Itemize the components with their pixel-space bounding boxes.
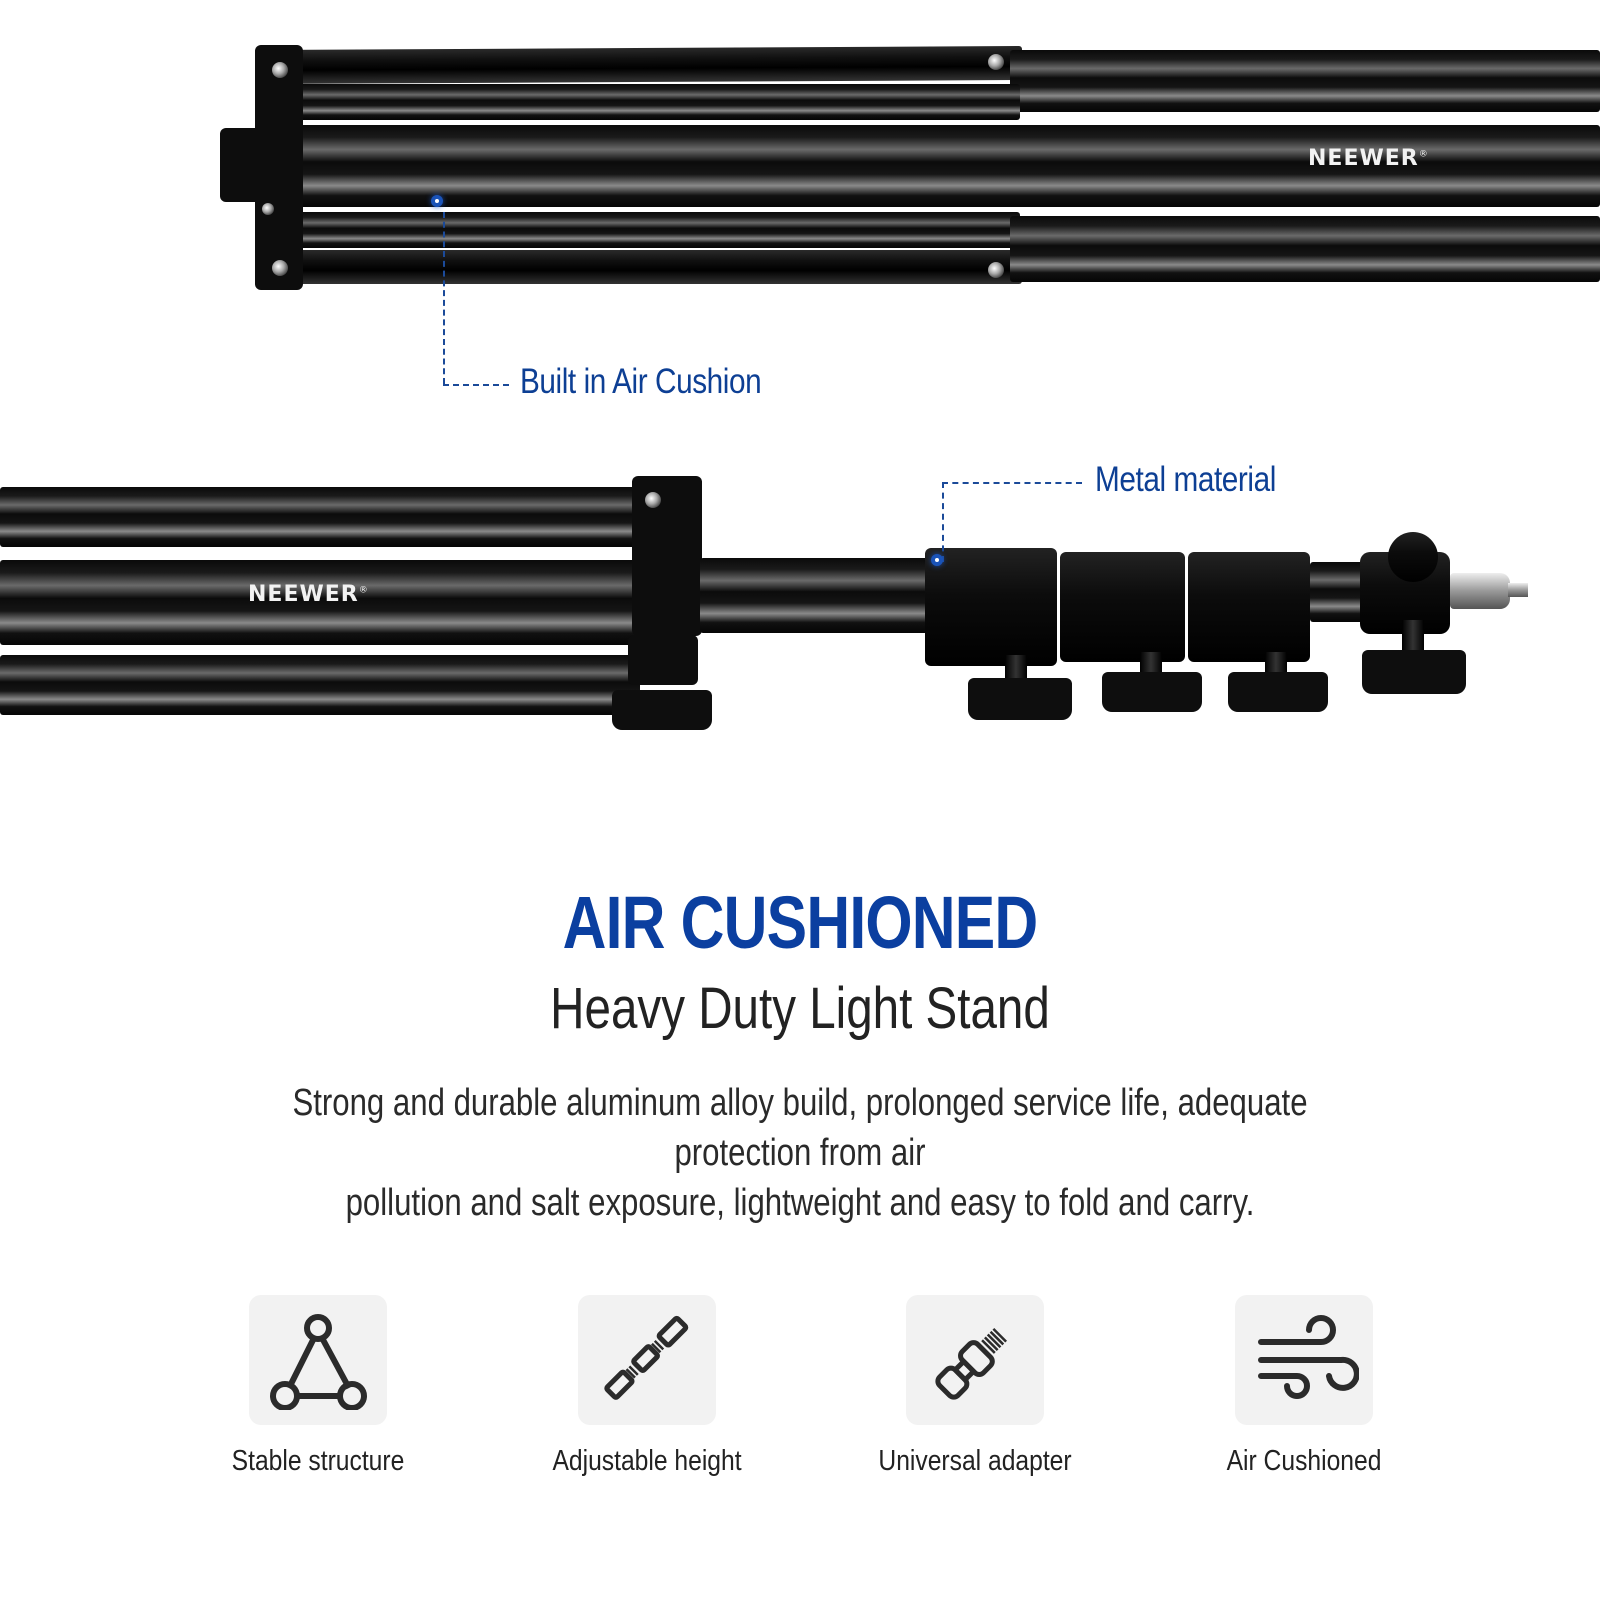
leg-mount-bracket: [632, 476, 702, 636]
icon-tile: [249, 1295, 387, 1425]
feature-label: Adjustable height: [552, 1445, 742, 1477]
feature-stable-structure: Stable structure: [198, 1295, 438, 1478]
leg-brace-top: [262, 46, 1022, 84]
triangle-nodes-icon: [270, 1314, 367, 1410]
feature-adjustable-height: Adjustable height: [527, 1295, 767, 1478]
product-image-stand-head: NEEWER® Metal material: [0, 440, 1600, 770]
screw-icon: [272, 62, 288, 78]
screw-icon: [262, 203, 274, 215]
leg-mount-clip: [628, 635, 698, 685]
brand-logo: NEEWER®: [248, 582, 369, 607]
section-clamp-3: [1188, 552, 1310, 662]
locking-knob: [1102, 672, 1202, 712]
callout-leader-line: [443, 384, 509, 386]
spigot-adapter-icon: [935, 1328, 1007, 1400]
callout-leader-line: [443, 212, 445, 384]
screw-icon: [272, 260, 288, 276]
callout-dot-icon: [931, 554, 943, 566]
section-clamp-1: [925, 548, 1057, 666]
feature-label: Stable structure: [231, 1445, 405, 1477]
leg-tube-bottom: [1010, 216, 1600, 282]
section-clamp-2: [1060, 552, 1185, 662]
icon-tile: [578, 1295, 716, 1425]
leg-tube: [0, 655, 640, 715]
leg-tube-top-inner: [300, 84, 1020, 120]
brand-logo: NEEWER®: [1308, 146, 1429, 171]
leg-brace-bottom: [262, 250, 1022, 284]
locking-knob: [1362, 650, 1466, 694]
callout-dot-icon: [431, 195, 443, 207]
headline-subtitle: Heavy Duty Light Stand: [550, 976, 1050, 1041]
locking-knob: [1228, 672, 1328, 712]
icon-tile: [906, 1295, 1044, 1425]
spigot-stud: [1450, 573, 1510, 609]
locking-knob: [612, 690, 712, 730]
leg-tube: [0, 487, 640, 547]
feature-universal-adapter: Universal adapter: [855, 1295, 1095, 1478]
callout-leader-line: [942, 482, 944, 562]
wind-icon: [1258, 1315, 1359, 1399]
screw-icon: [645, 492, 661, 508]
feature-air-cushioned: Air Cushioned: [1184, 1295, 1424, 1478]
callout-built-in-air-cushion: Built in Air Cushion: [520, 362, 762, 401]
icon-tile: [1235, 1295, 1373, 1425]
feature-label: Air Cushioned: [1226, 1445, 1382, 1477]
callout-leader-line: [942, 482, 1082, 484]
telescopic-ruler-icon: [604, 1315, 689, 1400]
callout-metal-material: Metal material: [1095, 460, 1276, 499]
center-column: [700, 558, 930, 633]
leg-tube-top: [1010, 50, 1600, 112]
spigot-thread: [1508, 583, 1528, 597]
spigot-ring: [1388, 532, 1438, 582]
product-description: Strong and durable aluminum alloy build,…: [292, 1082, 1308, 1224]
locking-knob: [968, 678, 1072, 720]
leg-hinge-bracket: [255, 45, 303, 290]
feature-label: Universal adapter: [878, 1445, 1072, 1477]
headline-title: AIR CUSHIONED: [562, 881, 1039, 964]
product-image-folded-legs: NEEWER® Built in Air Cushion: [0, 0, 1600, 420]
screw-icon: [988, 54, 1004, 70]
leg-tube: [0, 560, 660, 645]
center-column-folded: [265, 125, 1600, 207]
leg-tube-bottom-inner: [300, 212, 1020, 248]
screw-icon: [988, 262, 1004, 278]
